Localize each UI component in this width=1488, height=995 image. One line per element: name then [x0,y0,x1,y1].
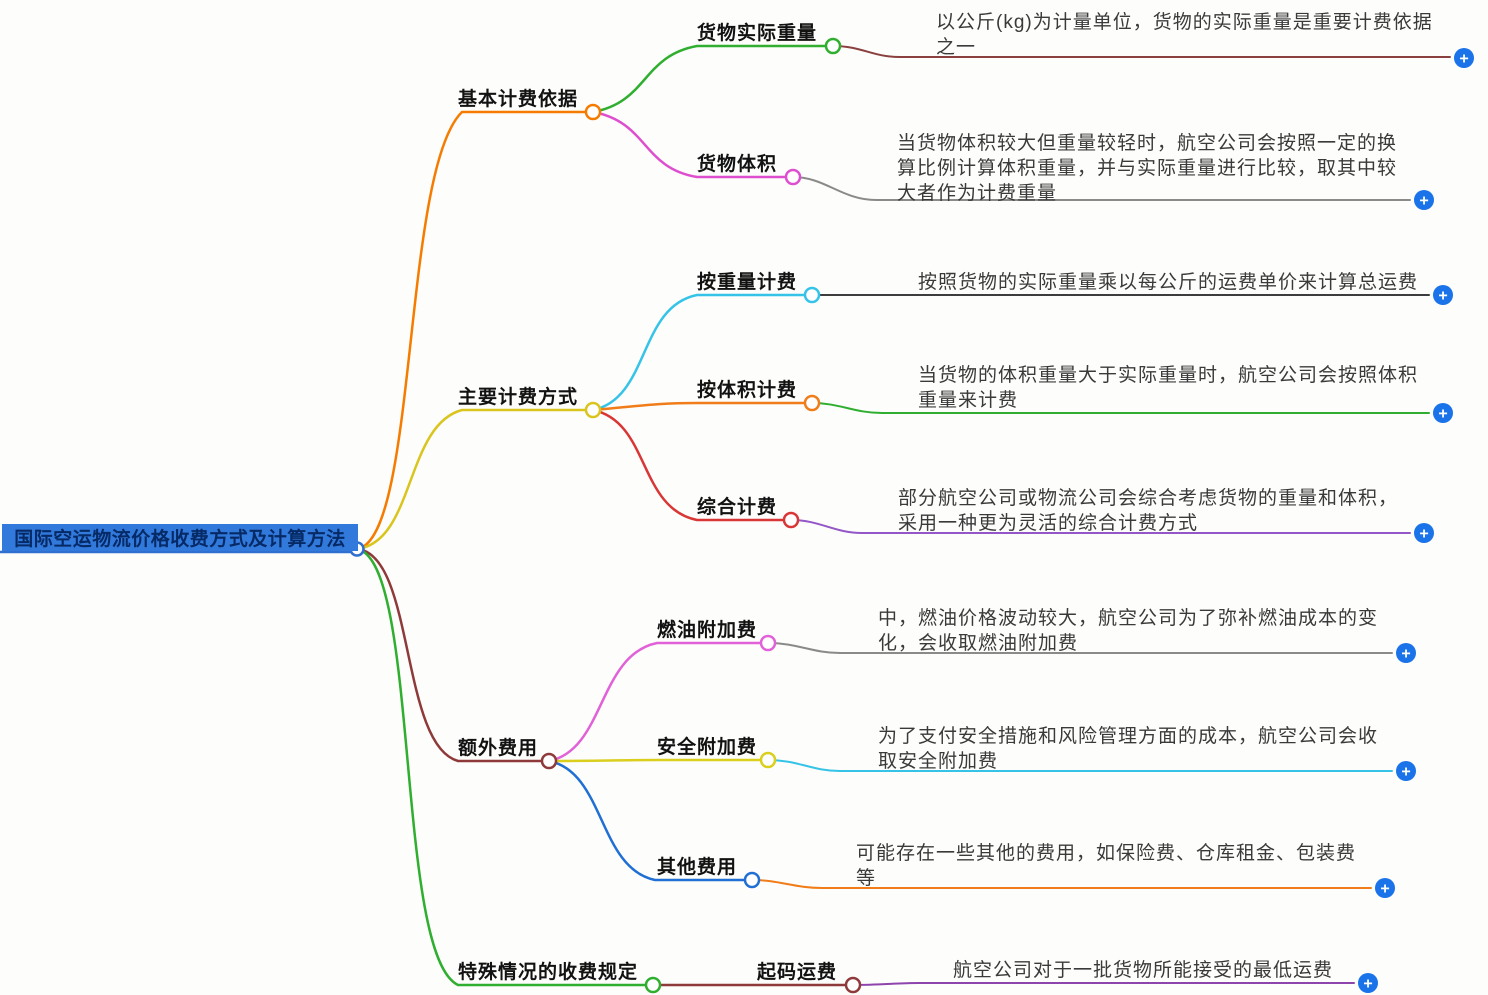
plus-icon: + [1419,526,1428,543]
node-handle-volume[interactable] [784,168,802,186]
plus-icon: + [1438,288,1447,305]
edge-methods-by-weight [591,293,814,412]
node-handle-basis[interactable] [584,103,602,121]
edge-root-special-rules [355,547,655,987]
desc-by-volume[interactable]: 当货物的体积重量大于实际重量时，航空公司会按照体积重量来计费 [918,365,1419,411]
expand-button-fuel[interactable]: + [1396,643,1416,663]
edge-methods-combined [591,408,793,522]
desc-fuel[interactable]: 中，燃油价格波动较大，航空公司为了弥补燃油成本的变化，会收取燃油附加费 [878,608,1379,654]
expand-button-actual-weight[interactable]: + [1454,48,1474,68]
descline-volume [792,176,1411,201]
edge-basis-volume [591,110,795,179]
edge-root-extra-fees [355,547,551,763]
node-minimum[interactable]: 起码运费 [757,962,838,983]
expand-button-security[interactable]: + [1396,761,1416,781]
plus-circle [1414,190,1434,210]
plus-icon: + [1438,406,1447,423]
node-other[interactable]: 其他费用 [657,857,738,878]
node-handle-security[interactable] [759,751,777,769]
desc-volume[interactable]: 当货物体积较大但重量较轻时，航空公司会按照一定的换算比例计算体积重量，并与实际重… [897,133,1398,204]
descline-fuel [767,642,1393,654]
plus-icon: + [1401,764,1410,781]
expand-button-other[interactable]: + [1375,878,1395,898]
node-by-volume[interactable]: 按体积计费 [697,380,798,401]
edge-basis-actual-weight [591,44,835,114]
node-handle-other[interactable] [743,871,761,889]
node-handle-extra-fees[interactable] [540,752,558,770]
expand-button-minimum[interactable]: + [1358,973,1378,993]
plus-icon: + [1419,193,1428,210]
node-methods[interactable]: 主要计费方式 [458,387,579,408]
expand-button-by-volume[interactable]: + [1433,403,1453,423]
plus-circle [1396,761,1416,781]
node-by-weight[interactable]: 按重量计费 [697,272,798,293]
node-volume[interactable]: 货物体积 [697,154,778,175]
desc-security[interactable]: 为了支付安全措施和风险管理方面的成本，航空公司会收取安全附加费 [878,726,1379,772]
plus-circle [1454,48,1474,68]
root-node[interactable]: 国际空运物流价格收费方式及计算方法 [2,524,358,551]
node-handle-fuel[interactable] [759,634,777,652]
plus-icon: + [1380,881,1389,898]
plus-circle [1414,523,1434,543]
node-special-rules[interactable]: 特殊情况的收费规定 [458,962,639,983]
desc-actual-weight[interactable]: 以公斤(kg)为计量单位，货物的实际重量是重要计费依据之一 [936,12,1433,58]
descline-security [767,759,1393,772]
desc-combined[interactable]: 部分航空公司或物流公司会综合考虑货物的重量和体积，采用一种更为灵活的综合计费方式 [898,488,1399,534]
node-handle-actual-weight[interactable] [824,37,842,55]
descline-actual-weight [832,45,1451,58]
node-security[interactable]: 安全附加费 [657,737,758,758]
descline-minimum [852,982,1355,986]
edge-root-basis [355,110,595,551]
node-handle-minimum[interactable] [844,976,862,994]
descline-combined [790,519,1411,534]
plus-circle [1433,285,1453,305]
node-extra-fees[interactable]: 额外费用 [458,738,539,759]
node-basis[interactable]: 基本计费依据 [458,89,579,110]
edge-extra-fuel [547,641,770,763]
edge-extra-security [547,758,770,763]
edge-root-methods [355,408,595,551]
edge-methods-by-volume [591,401,814,412]
node-handle-by-weight[interactable] [803,286,821,304]
expand-button-volume[interactable]: + [1414,190,1434,210]
expand-button-by-weight[interactable]: + [1433,285,1453,305]
node-fuel[interactable]: 燃油附加费 [657,620,758,641]
edge-extra-other [547,759,754,882]
node-handle-methods[interactable] [584,401,602,419]
expand-button-combined[interactable]: + [1414,523,1434,543]
plus-circle [1396,643,1416,663]
node-actual-weight[interactable]: 货物实际重量 [697,23,818,44]
desc-by-weight[interactable]: 按照货物的实际重量乘以每公斤的运费单价来计算总运费 [918,272,1419,293]
desc-other[interactable]: 可能存在一些其他的费用，如保险费、仓库租金、包装费等 [856,843,1357,889]
plus-circle [1375,878,1395,898]
plus-icon: + [1459,51,1468,68]
plus-icon: + [1401,646,1410,663]
plus-circle [1358,973,1378,993]
desc-minimum[interactable]: 航空公司对于一批货物所能接受的最低运费 [953,960,1334,981]
node-handle-special-rules[interactable] [644,976,662,994]
node-combined[interactable]: 综合计费 [697,497,778,518]
descline-other [751,879,1372,889]
descline-by-volume [811,402,1430,414]
node-handle-combined[interactable] [782,511,800,529]
plus-icon: + [1363,976,1372,993]
node-handle-by-volume[interactable] [803,394,821,412]
plus-circle [1433,403,1453,423]
